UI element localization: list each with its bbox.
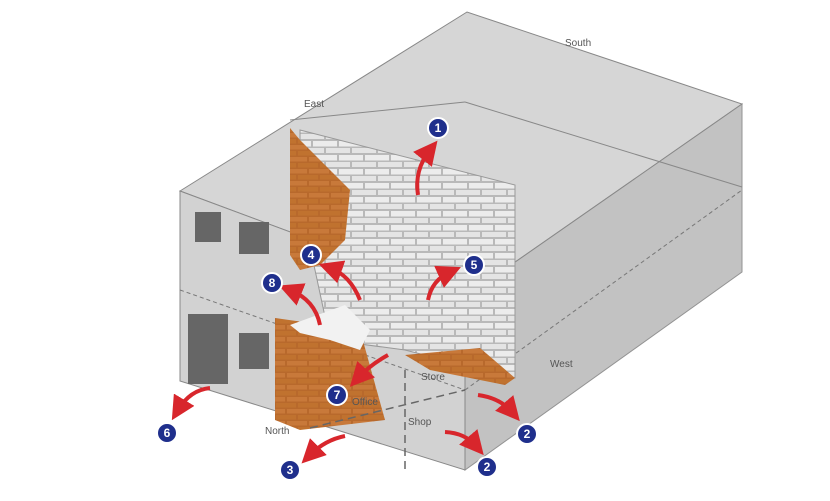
marker-7: 7 [326,384,348,406]
marker-6-label: 6 [164,426,171,440]
window-lower [239,333,269,369]
direction-label-south: South [565,38,591,49]
breach-opening [290,305,370,350]
room-label-store: Store [421,372,445,383]
marker-4-label: 4 [308,248,315,262]
window-upper-right [239,222,269,254]
room-label-shop: Shop [408,417,432,428]
brick-wall-upper [290,128,350,270]
marker-4: 4 [300,244,322,266]
spread-arrow-2a [477,393,520,422]
spread-arrow-2b [444,429,484,456]
floor-divider [309,389,466,429]
direction-label-north: North [265,426,289,437]
spread-arrow-8 [278,283,322,326]
roof-internal-line [464,101,743,188]
marker-8-label: 8 [269,276,276,290]
marker-2b: 2 [476,456,498,478]
direction-label-west: West [550,359,573,370]
marker-7-label: 7 [334,388,341,402]
spread-arrow-3 [301,434,346,464]
marker-1-label: 1 [435,121,442,135]
spread-arrow-1 [413,140,438,196]
marker-1: 1 [427,117,449,139]
marker-8: 8 [261,272,283,294]
marker-2a-label: 2 [524,427,531,441]
brick-wall-right [405,348,515,385]
marker-6: 6 [156,422,178,444]
spread-arrow-6 [171,386,211,421]
room-label-office: Office [352,397,378,408]
marker-2a: 2 [516,423,538,445]
marker-3-label: 3 [287,463,294,477]
door [188,314,228,384]
spread-arrow-5 [426,265,461,301]
spread-arrow-4 [318,260,362,301]
marker-5: 5 [463,254,485,276]
direction-label-east: East [304,99,324,110]
marker-2b-label: 2 [484,460,491,474]
window-upper-left [195,212,221,242]
marker-3: 3 [279,459,301,481]
spread-arrow-7 [349,353,389,387]
roof-internal-line [289,101,466,121]
north-floor-line [179,289,466,391]
marker-5-label: 5 [471,258,478,272]
